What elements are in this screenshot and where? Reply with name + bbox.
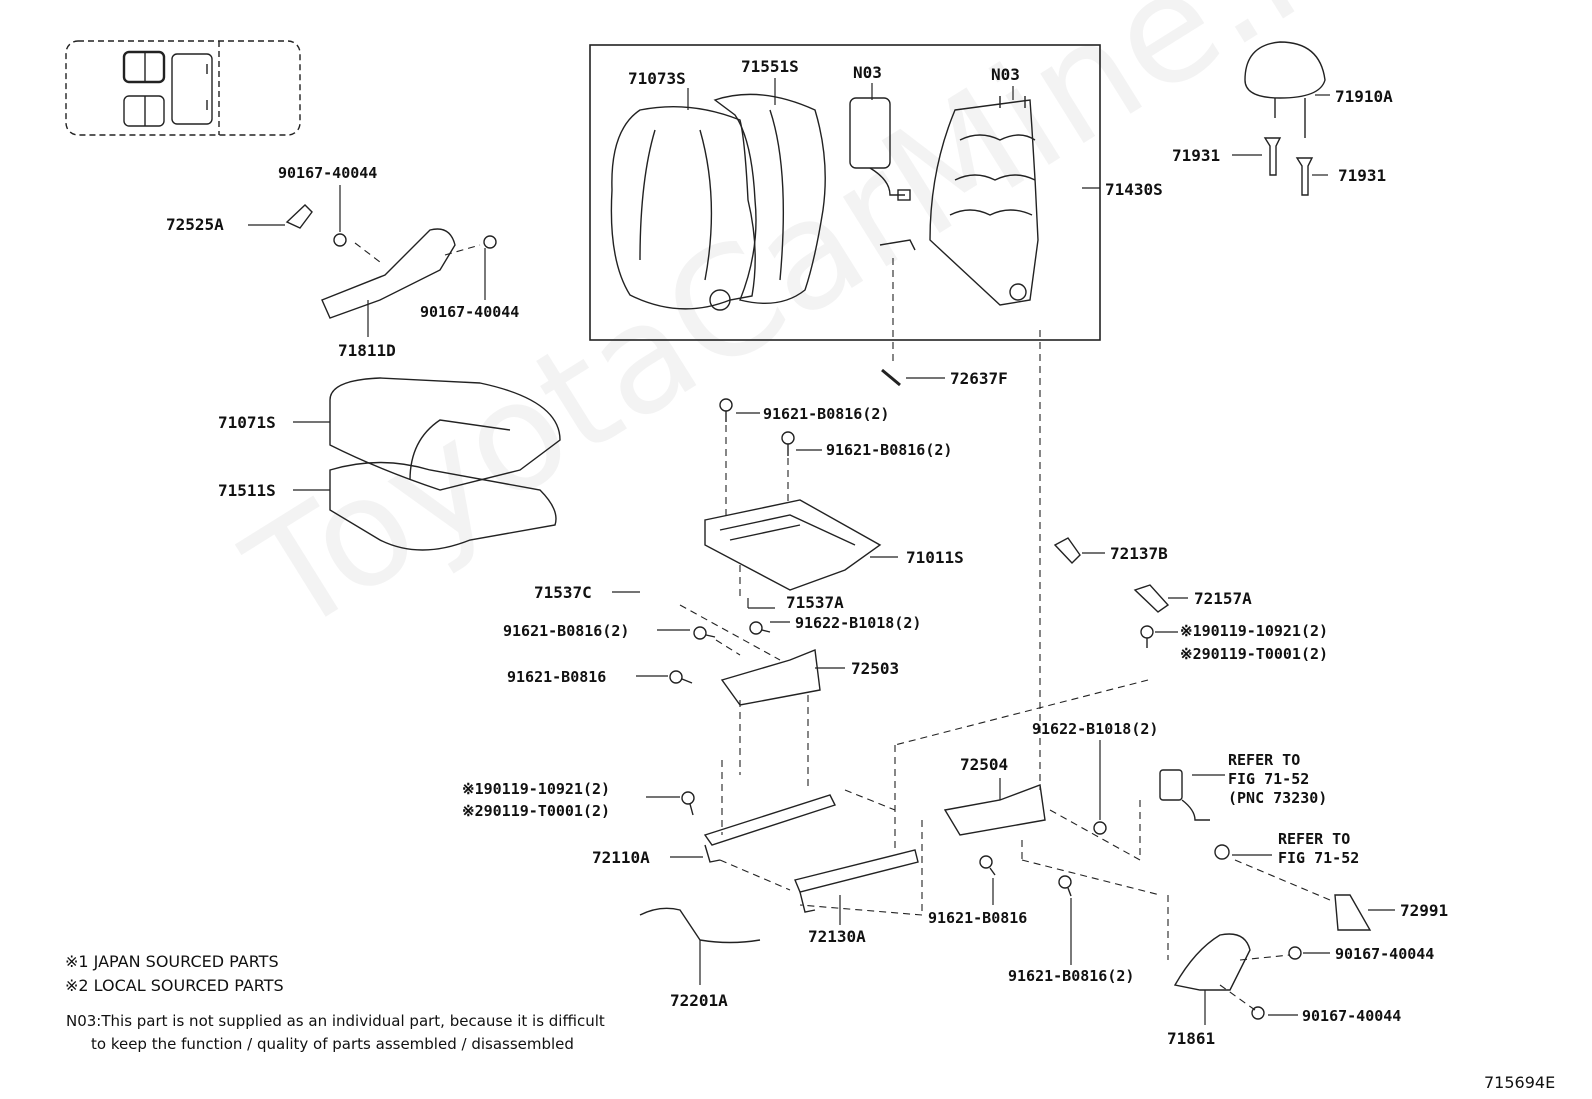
part-label-91621-B0816-2-c: 91621-B0816(2) bbox=[503, 622, 630, 640]
part-label-71537C: 71537C bbox=[534, 583, 592, 602]
part-label-72991: 72991 bbox=[1400, 901, 1449, 920]
part-label-71811D: 71811D bbox=[338, 341, 396, 360]
note-n03-line1: N03:This part is not supplied as an indi… bbox=[66, 1012, 605, 1030]
part-label-72503: 72503 bbox=[851, 659, 900, 678]
part-label-91622-B1018-2-a: 91622-B1018(2) bbox=[795, 614, 922, 632]
part-label-90167-40044-d: 90167-40044 bbox=[1302, 1007, 1402, 1025]
part-label-72157A: 72157A bbox=[1194, 589, 1252, 608]
bolts bbox=[669, 368, 1302, 1020]
seatback-frame bbox=[879, 96, 1039, 306]
part-label-90119-10921-b: ※190119-10921(2) bbox=[462, 780, 611, 798]
part-label-72637F: 72637F bbox=[950, 369, 1008, 388]
seatback-pad-71551S bbox=[713, 93, 826, 305]
part-label-71537A: 71537A bbox=[786, 593, 844, 612]
part-label-90167-40044-b: 90167-40044 bbox=[420, 303, 520, 321]
headrest-71910A bbox=[1244, 41, 1326, 138]
cover-72157A bbox=[1133, 584, 1170, 613]
part-label-71430S: 71430S bbox=[1105, 180, 1163, 199]
seat-cushion-frame-71011S bbox=[704, 499, 882, 591]
part-label-90119-T0001-a: ※290119-T0001(2) bbox=[1180, 645, 1329, 663]
part-label-72504: 72504 bbox=[960, 755, 1009, 774]
seat-locator-icon bbox=[65, 40, 301, 136]
seat-track-72130A bbox=[794, 849, 919, 913]
assembly-dashed-lines bbox=[354, 242, 1331, 1011]
part-label-71861: 71861 bbox=[1167, 1029, 1216, 1048]
refer-to-label-1-line1: REFER TO bbox=[1228, 751, 1301, 769]
part-label-n03-frame: N03 bbox=[991, 65, 1020, 84]
seat-cushion-pad-71511S bbox=[329, 461, 557, 551]
part-label-71910A: 71910A bbox=[1335, 87, 1393, 106]
headrest-guide-71931 bbox=[1263, 137, 1314, 196]
part-label-91622-B1018-2-b: 91622-B1018(2) bbox=[1032, 720, 1159, 738]
seat-cushion-cover-71071S bbox=[329, 377, 561, 491]
leader-lines bbox=[248, 78, 1395, 1025]
note-japan-sourced: ※1 JAPAN SOURCED PARTS bbox=[65, 952, 279, 971]
n03-airbag-module bbox=[849, 97, 911, 201]
part-label-72110A: 72110A bbox=[592, 848, 650, 867]
part-label-72130A: 72130A bbox=[808, 927, 866, 946]
note-n03-line2: to keep the function / quality of parts … bbox=[91, 1035, 574, 1053]
seat-track-72110A bbox=[703, 794, 836, 863]
part-label-71071S: 71071S bbox=[218, 413, 276, 432]
seatback-assembly-box bbox=[589, 44, 1101, 341]
cover-71811D bbox=[321, 228, 456, 319]
seatback-cover-71073S bbox=[610, 105, 756, 311]
part-label-90167-40044-a: 90167-40044 bbox=[278, 164, 378, 182]
part-label-91621-B0816-a: 91621-B0816 bbox=[507, 668, 607, 686]
note-local-sourced: ※2 LOCAL SOURCED PARTS bbox=[65, 976, 284, 995]
figure-code: 715694E bbox=[1484, 1073, 1556, 1092]
part-label-71511S: 71511S bbox=[218, 481, 276, 500]
adjuster-72503 bbox=[720, 649, 821, 706]
part-label-91621-B0816-2-d: 91621-B0816(2) bbox=[1008, 967, 1135, 985]
buckle-assembly bbox=[1159, 769, 1210, 821]
adjuster-72504 bbox=[943, 784, 1046, 836]
refer-to-label-1-line2: FIG 71-52 bbox=[1228, 770, 1310, 788]
part-label-71931-a: 71931 bbox=[1172, 146, 1221, 165]
part-label-n03-airbag: N03 bbox=[853, 63, 882, 82]
part-label-91621-B0816-2-a: 91621-B0816(2) bbox=[763, 405, 890, 423]
part-label-71011S: 71011S bbox=[906, 548, 964, 567]
shield-71861 bbox=[1173, 933, 1251, 991]
part-label-91621-B0816-b: 91621-B0816 bbox=[928, 909, 1028, 927]
part-label-91621-B0816-2-b: 91621-B0816(2) bbox=[826, 441, 953, 459]
cover-72137B bbox=[1053, 537, 1081, 565]
part-label-72201A: 72201A bbox=[670, 991, 728, 1010]
part-label-71551S: 71551S bbox=[741, 57, 799, 76]
cover-72525A bbox=[285, 204, 313, 229]
part-label-72525A: 72525A bbox=[166, 215, 224, 234]
wire-72201A bbox=[639, 907, 761, 944]
part-label-72137B: 72137B bbox=[1110, 544, 1168, 563]
cover-72991 bbox=[1334, 894, 1372, 931]
refer-to-label-1-line3: (PNC 73230) bbox=[1228, 789, 1328, 807]
refer-to-label-2-line2: FIG 71-52 bbox=[1278, 849, 1360, 867]
part-label-90167-40044-c: 90167-40044 bbox=[1335, 945, 1435, 963]
part-label-90119-T0001-b: ※290119-T0001(2) bbox=[462, 802, 611, 820]
part-label-71073S: 71073S bbox=[628, 69, 686, 88]
refer-to-label-2-line1: REFER TO bbox=[1278, 830, 1351, 848]
part-label-90119-10921-a: ※190119-10921(2) bbox=[1180, 622, 1329, 640]
part-label-71931-b: 71931 bbox=[1338, 166, 1387, 185]
